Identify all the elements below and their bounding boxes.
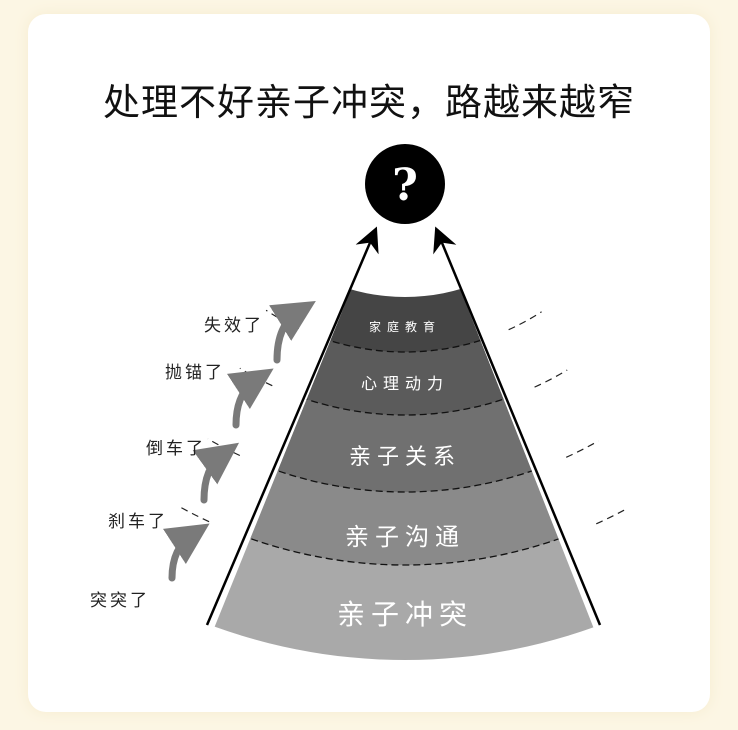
left-edge-arrow	[205, 226, 379, 626]
band-label: 亲子冲突	[336, 598, 473, 631]
divider-extension	[534, 369, 568, 388]
step-label: 抛锚了	[165, 363, 225, 383]
right-edge-arrow	[433, 226, 602, 626]
divider-extension	[177, 505, 210, 523]
question-circle	[365, 144, 445, 224]
step-arrow	[269, 300, 316, 364]
band-divider	[185, 238, 622, 566]
step-arrow	[162, 523, 210, 582]
step-label: 刹车了	[108, 512, 168, 532]
divider-extension	[565, 440, 599, 458]
band-label: 家庭教育	[368, 320, 441, 334]
step-label: 倒车了	[146, 439, 206, 459]
divider-extension	[596, 507, 629, 525]
step-label: 失效了	[204, 316, 264, 336]
step-label: 突突了	[90, 591, 150, 611]
page-title: 处理不好亲子冲突，路越来越窄	[103, 81, 635, 124]
step-arrow	[226, 368, 274, 429]
step-arrow	[192, 442, 240, 504]
band-label: 亲子沟通	[345, 523, 465, 551]
band-label: 心理动力	[360, 374, 449, 393]
question-mark: ?	[392, 160, 418, 211]
divider-extension	[508, 311, 542, 331]
band-label: 亲子关系	[348, 445, 461, 470]
